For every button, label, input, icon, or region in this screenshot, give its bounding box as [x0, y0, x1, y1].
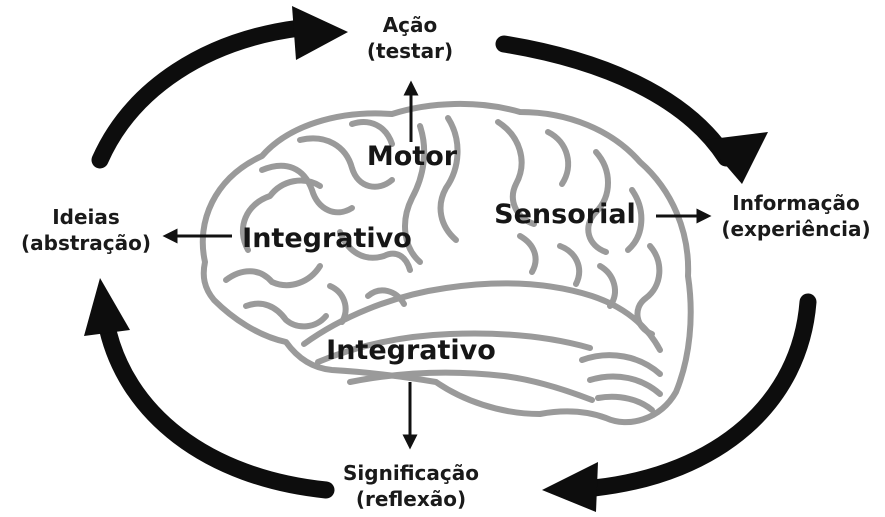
region-label-integrativo-temporal: Integrativo	[326, 335, 496, 366]
label-acao-line1: Ação	[382, 13, 438, 37]
label-ideias: Ideias (abstração)	[4, 204, 168, 256]
region-label-integrativo-frontal: Integrativo	[242, 223, 412, 254]
label-acao-line2: (testar)	[366, 39, 454, 63]
label-significacao-line2: (reflexão)	[355, 487, 467, 511]
region-arrows	[162, 80, 712, 450]
cycle-arrow-informacao-to-significacao	[585, 293, 817, 497]
label-informacao: Informação (experiência)	[708, 190, 884, 242]
cycle-arrows	[84, 6, 817, 512]
cycle-arrowhead-bottom-right	[542, 462, 598, 512]
label-acao: Ação (testar)	[350, 12, 470, 64]
region-label-sensorial: Sensorial	[494, 199, 636, 230]
brain-outline	[199, 101, 694, 426]
cycle-arrow-significacao-to-ideias	[97, 313, 335, 499]
cycle-arrow-ideias-to-acao	[91, 19, 309, 169]
label-informacao-line1: Informação	[732, 191, 860, 215]
brain-illustration	[199, 101, 694, 426]
label-informacao-line2: (experiência)	[721, 217, 871, 241]
region-label-motor: Motor	[366, 141, 458, 172]
cycle-arrowhead-top-left	[292, 6, 348, 60]
cycle-arrow-acao-to-informacao	[495, 35, 735, 167]
label-ideias-line1: Ideias	[52, 205, 120, 229]
label-significacao-line1: Significação	[343, 461, 479, 485]
cycle-arrowhead-top-right	[704, 132, 768, 184]
label-ideias-line2: (abstração)	[20, 231, 151, 255]
label-significacao: Significação (reflexão)	[316, 460, 506, 512]
cycle-arrowhead-bottom-left	[84, 278, 130, 336]
